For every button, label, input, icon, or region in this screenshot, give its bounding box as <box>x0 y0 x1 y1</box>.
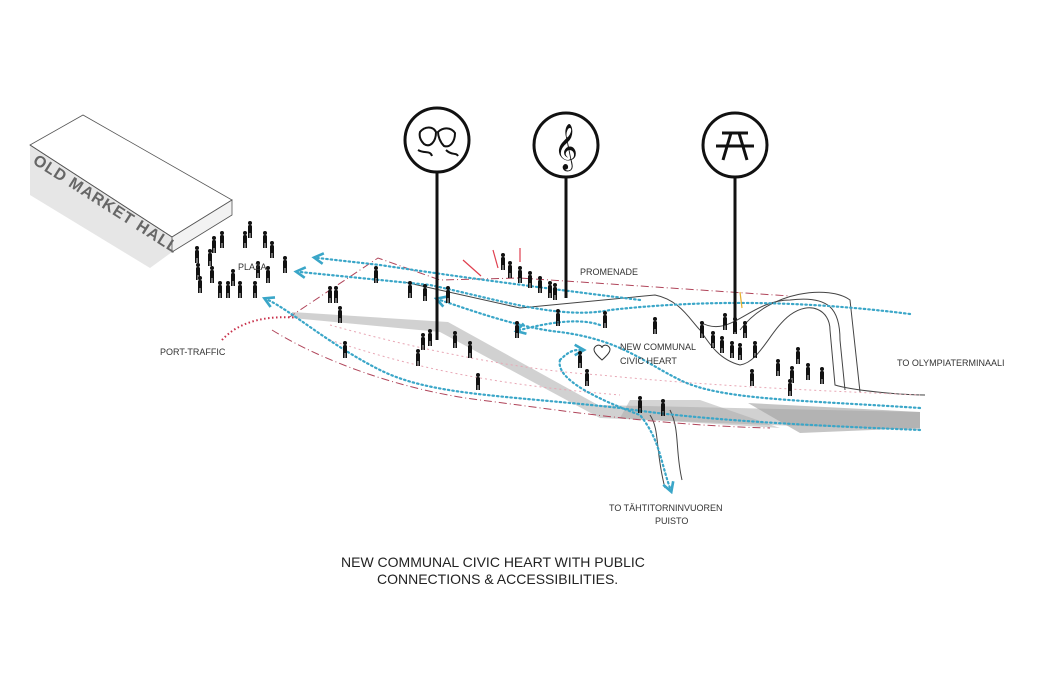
person-silhouette <box>218 281 222 298</box>
person-silhouette <box>248 221 252 238</box>
person-silhouette <box>528 271 532 288</box>
terrain <box>292 281 926 489</box>
person-silhouette <box>743 321 747 338</box>
person-silhouette <box>408 281 412 298</box>
person-silhouette <box>538 276 542 293</box>
person-silhouette <box>283 256 287 273</box>
person-silhouette <box>653 317 657 334</box>
person-silhouette <box>226 281 230 298</box>
to-olympia-label: TO OLYMPIATERMINAALI <box>897 358 1005 368</box>
theatre-masks-icon <box>417 126 459 157</box>
person-silhouette <box>661 399 665 416</box>
person-silhouette <box>700 321 704 338</box>
person-silhouette <box>723 313 727 330</box>
treble-clef-icon: 𝄞 <box>554 124 578 172</box>
picnic-table-icon <box>716 131 754 161</box>
person-silhouette <box>198 276 202 293</box>
picnic-pole <box>701 111 769 332</box>
person-silhouette <box>720 336 724 353</box>
person-silhouette <box>501 253 505 270</box>
person-silhouette <box>328 286 332 303</box>
person-silhouette <box>374 266 378 283</box>
person-silhouette <box>421 333 425 350</box>
person-silhouette <box>820 367 824 384</box>
person-silhouette <box>790 366 794 383</box>
site-boundary <box>221 257 921 429</box>
person-silhouette <box>796 347 800 364</box>
person-silhouette <box>338 306 342 323</box>
person-silhouette <box>753 341 757 358</box>
person-silhouette <box>515 321 519 338</box>
person-silhouette <box>578 351 582 368</box>
person-silhouette <box>585 369 589 386</box>
person-silhouette <box>270 241 274 258</box>
person-silhouette <box>518 266 522 283</box>
person-silhouette <box>446 286 450 303</box>
person-silhouette <box>553 283 557 300</box>
person-silhouette <box>416 349 420 366</box>
to-park-label-2: PUISTO <box>655 516 688 526</box>
person-silhouette <box>603 311 607 328</box>
to-park-label-1: TO TÄHTITORNINVUOREN <box>609 503 723 513</box>
pedestrian-flows <box>261 252 922 495</box>
caption-line-1: NEW COMMUNAL CIVIC HEART WITH PUBLIC <box>341 554 645 570</box>
person-silhouette <box>238 281 242 298</box>
person-silhouette <box>750 369 754 386</box>
person-silhouette <box>548 281 552 298</box>
person-silhouette <box>468 341 472 358</box>
person-silhouette <box>266 266 270 283</box>
caption-line-2: CONNECTIONS & ACCESSIBILITIES. <box>377 571 618 587</box>
person-silhouette <box>343 341 347 358</box>
old-market-hall-building: OLD MARKET HALL <box>29 114 233 268</box>
person-silhouette <box>806 363 810 380</box>
person-silhouette <box>208 249 212 266</box>
promenade-label: PROMENADE <box>580 267 638 277</box>
person-silhouette <box>508 261 512 278</box>
civic-heart-label-1: NEW COMMUNAL <box>620 342 696 352</box>
person-silhouette <box>788 379 792 396</box>
plaza-label: PLAZA <box>238 262 267 272</box>
person-silhouette <box>195 246 199 263</box>
attention-rays <box>462 248 743 309</box>
person-silhouette <box>556 309 560 326</box>
theatre-pole <box>403 106 471 340</box>
person-silhouette <box>243 231 247 248</box>
person-silhouette <box>453 331 457 348</box>
civic-heart-label-2: CIVIC HEART <box>620 356 677 366</box>
person-silhouette <box>334 286 338 303</box>
person-silhouette <box>730 341 734 358</box>
person-silhouette <box>212 236 216 253</box>
person-silhouette <box>476 373 480 390</box>
person-silhouette <box>210 266 214 283</box>
person-silhouette <box>638 396 642 413</box>
music-pole: 𝄞 <box>532 111 600 298</box>
person-silhouette <box>263 231 267 248</box>
person-silhouette <box>220 231 224 248</box>
person-silhouette <box>428 329 432 346</box>
person-silhouette <box>776 359 780 376</box>
person-silhouette <box>231 269 235 286</box>
port-traffic-label: PORT-TRAFFIC <box>160 347 226 357</box>
heart-icon <box>593 344 611 361</box>
people-silhouettes <box>195 221 824 416</box>
person-silhouette <box>711 331 715 348</box>
person-silhouette <box>738 343 742 360</box>
person-silhouette <box>253 281 257 298</box>
person-silhouette <box>256 261 260 278</box>
person-silhouette <box>423 284 427 301</box>
